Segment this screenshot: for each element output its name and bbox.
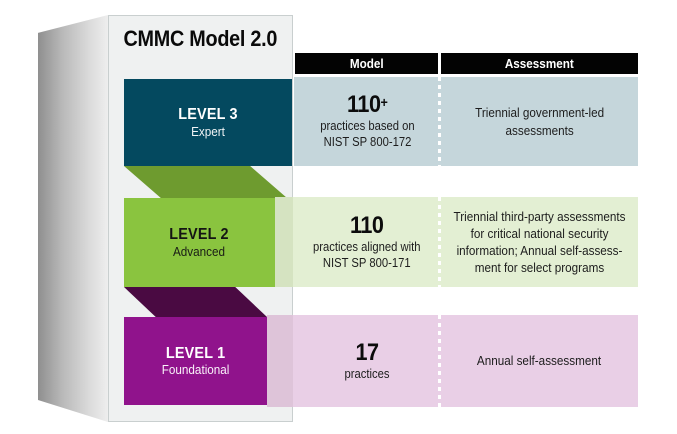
level2-label: LEVEL 2 <box>169 226 230 244</box>
level3-label: LEVEL 3 <box>178 106 238 124</box>
row2-model-cell: 110 practices aligned with NIST SP 800-1… <box>296 197 438 287</box>
row1-model-cell: 110+ practices based on NIST SP 800-172 <box>296 77 438 166</box>
row1-assessment-text: Triennial government-led assessments <box>475 105 604 138</box>
diagram-title: CMMC Model 2.0 <box>108 26 293 52</box>
header-assessment-cell: Assessment <box>441 53 638 74</box>
row3-column-divider <box>438 315 441 407</box>
header-model-cell: Model <box>295 53 438 74</box>
level1-box: LEVEL 1 Foundational <box>124 317 267 405</box>
diagram-title-text: CMMC Model 2.0 <box>123 26 278 51</box>
level3-box: LEVEL 3 Expert <box>124 79 292 166</box>
row2-assessment-text: Triennial third-party assessments for cr… <box>453 208 626 276</box>
level2-box: LEVEL 2 Advanced <box>124 198 275 287</box>
row2-model-value: 110 <box>350 211 384 239</box>
level1-label: LEVEL 1 <box>165 344 226 362</box>
table-row-level1: 17 practices Annual self-assessment <box>267 315 638 407</box>
header-column-divider <box>438 53 441 74</box>
table-header: Model Assessment <box>295 53 638 74</box>
row3-assessment-text: Annual self-assessment <box>477 353 602 369</box>
row1-model-value: 110+ <box>346 91 388 119</box>
level1-tier-label: Foundational <box>161 362 230 378</box>
table-row-level3: 110+ practices based on NIST SP 800-172 … <box>294 77 638 166</box>
row1-assessment-cell: Triennial government-led assessments <box>441 77 638 166</box>
row1-column-divider <box>438 77 441 166</box>
row3-model-value: 17 <box>355 338 379 366</box>
header-assessment-label: Assessment <box>505 56 574 71</box>
level2-tier-label: Advanced <box>173 243 226 259</box>
row3-model-cell: 17 practices <box>296 315 438 407</box>
row2-model-desc: practices aligned with NIST SP 800-171 <box>313 239 421 270</box>
level3-tier-label: Expert <box>191 123 225 139</box>
row2-assessment-cell: Triennial third-party assessments for cr… <box>441 197 638 287</box>
row3-assessment-cell: Annual self-assessment <box>441 315 638 407</box>
row1-model-desc: practices based on NIST SP 800-172 <box>319 119 415 150</box>
panel-side-face <box>38 15 108 422</box>
header-model-label: Model <box>349 56 384 71</box>
table-row-level2: 110 practices aligned with NIST SP 800-1… <box>275 197 638 287</box>
row2-column-divider <box>438 197 441 287</box>
plus-sign: + <box>380 94 388 111</box>
row3-model-desc: practices <box>344 366 390 381</box>
